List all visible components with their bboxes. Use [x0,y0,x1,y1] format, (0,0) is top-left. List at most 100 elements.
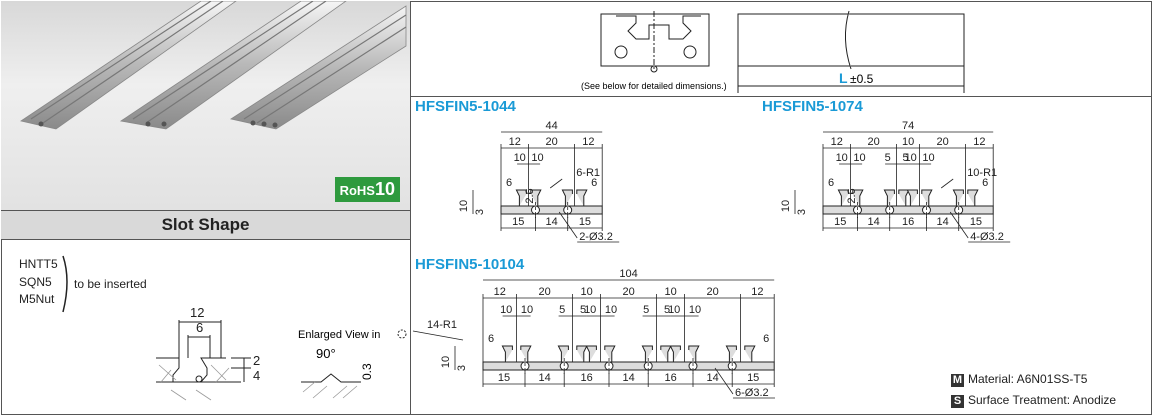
slot-shape-title: Slot Shape [161,215,250,234]
top-dim-hfsfin5-1074-1: 20 [867,136,879,148]
top-dim-hfsfin5-10104-1: 20 [538,286,550,298]
inner-dim-hfsfin5-1074-2: 5 [885,152,891,164]
overall-dim-hfsfin5-10104: 104 [619,268,637,280]
dim-4: 4 [253,368,260,383]
top-dim-hfsfin5-1074-0: 12 [831,136,843,148]
dim-2: 2 [253,353,260,368]
radius-hfsfin5-10104: 14-R1 [427,319,457,331]
radius-leader-hfsfin5-1044 [549,178,563,189]
fin-hfsfin5-1074-4 [952,189,979,206]
circle-marker-icon [397,329,407,339]
material-tag: M [951,374,964,387]
top-dim-hfsfin5-10104-4: 10 [664,286,676,298]
radius-leader-hfsfin5-1074 [940,178,954,189]
top-dim-hfsfin5-10104-2: 10 [580,286,592,298]
inner-dim-hfsfin5-10104-4: 10 [584,304,596,316]
fin-hfsfin5-1044-1 [515,189,542,206]
nut-sqn5: SQN5 [19,275,52,289]
hole-dia-hfsfin5-1074: 4-Ø3.2 [970,231,1004,243]
top-dim-hfsfin5-10104-3: 20 [622,286,634,298]
bottom-dim-hfsfin5-1044-1: 14 [545,216,557,228]
inner-dim-hfsfin5-10104-8: 10 [668,304,680,316]
hole-leader-hfsfin5-1044 [558,211,578,239]
fin-hfsfin5-1044-2 [561,189,588,206]
v-groove [301,373,361,383]
depth-0-3: 0.3 [360,363,374,380]
height-3-hfsfin5-1044: 3 [474,209,486,215]
top-dim-hfsfin5-10104-6: 12 [751,286,763,298]
part-title-1044: HFSFIN5-1044 [415,98,516,115]
product-photo: RoHS10 [1,1,411,211]
part-title-1074: HFSFIN5-1074 [762,98,863,115]
material-text: Material: A6N01SS-T5 [968,372,1088,386]
body-hfsfin5-1074 [822,205,994,215]
dim-6: 6 [196,320,203,335]
part-title-10104: HFSFIN5-10104 [415,256,525,273]
rail-illustration [20,1,407,130]
fin-hfsfin5-10104-3 [585,345,616,362]
bottom-dim-hfsfin5-10104-5: 14 [706,372,718,384]
inner-dim-hfsfin5-1044-1: 10 [531,152,543,164]
inner-dim-hfsfin5-1074-3: 5 [902,152,908,164]
length-letter: L [839,70,848,86]
hole-dia-hfsfin5-1044: 2-Ø3.2 [579,231,613,243]
overall-dim-hfsfin5-1044: 44 [545,120,557,132]
side-right-hfsfin5-1044: 6 [591,177,597,189]
drawings-panel: HFSFIN5-1044 HFSFIN5-1074 HFSFIN5-10104 … [411,97,1152,415]
rohs-number: 10 [374,179,395,199]
dim-12: 12 [190,305,204,320]
height-10-hfsfin5-1044: 10 [458,200,470,212]
side-right-hfsfin5-1074: 6 [982,177,988,189]
inner-dim-hfsfin5-10104-9: 10 [689,304,701,316]
top-dim-hfsfin5-1074-2: 10 [902,136,914,148]
hole-leader-hfsfin5-10104 [714,367,734,395]
slot-section [156,320,251,383]
inner-dim-hfsfin5-10104-5: 10 [605,304,617,316]
fin-hfsfin5-10104-5 [669,345,700,362]
inner-dim-hfsfin5-10104-3: 5 [580,304,586,316]
height-3-hfsfin5-10104: 3 [456,365,468,371]
angle-90: 90° [316,346,336,361]
body-hfsfin5-1044 [500,205,603,215]
side-left-hfsfin5-1044: 6 [506,177,512,189]
bottom-dim-hfsfin5-10104-4: 16 [664,372,676,384]
inner-dim-hfsfin5-1074-0: 10 [836,152,848,164]
slot-shape-header: Slot Shape [1,211,411,240]
dim-2-6-hfsfin5-1044: 2.6 [524,188,536,203]
hole-leader-hfsfin5-1074 [949,211,969,239]
nut-hntt5: HNTT5 [19,257,58,271]
profile-panel: (See below for detailed dimensions.) L ±… [411,1,1152,97]
top-dim-hfsfin5-1044-2: 12 [582,136,594,148]
top-dim-hfsfin5-1044-0: 12 [509,136,521,148]
side-left-hfsfin5-10104: 6 [488,333,494,345]
inner-dim-hfsfin5-1074-4: 10 [905,152,917,164]
fin-hfsfin5-10104-1 [501,345,532,362]
radius-hfsfin5-1074: 10-R1 [967,167,997,179]
inner-dim-hfsfin5-1074-5: 10 [922,152,934,164]
length-tolerance: ±0.5 [850,72,874,86]
surface-tag: S [951,395,964,408]
bottom-dim-hfsfin5-1074-1: 14 [867,216,879,228]
bottom-dim-hfsfin5-10104-3: 14 [622,372,634,384]
insert-text: to be inserted [74,277,147,291]
inner-dim-hfsfin5-10104-0: 10 [500,304,512,316]
top-dim-hfsfin5-10104-5: 20 [706,286,718,298]
bottom-dim-hfsfin5-1044-0: 15 [512,216,524,228]
fin-hfsfin5-10104-6 [725,345,756,362]
nut-m5nut: M5Nut [19,292,55,306]
height-10-hfsfin5-10104: 10 [440,356,452,368]
top-dim-hfsfin5-1044-1: 20 [545,136,557,148]
inner-dim-hfsfin5-1074-1: 10 [853,152,865,164]
top-dim-hfsfin5-10104-0: 12 [494,286,506,298]
radius-leader-hfsfin5-10104 [412,330,464,341]
top-dim-hfsfin5-1074-3: 20 [936,136,948,148]
slot-shape-panel: HNTT5 SQN5 M5Nut to be inserted 12 6 2 4 [1,240,411,415]
bottom-dim-hfsfin5-1074-3: 14 [936,216,948,228]
material-line: M Material: A6N01SS-T5 [951,372,1087,387]
height-3-hfsfin5-1074: 3 [796,209,808,215]
side-left-hfsfin5-1074: 6 [828,177,834,189]
side-right-hfsfin5-10104: 6 [763,333,769,345]
dim-2-6-hfsfin5-1074: 2.6 [846,188,858,203]
